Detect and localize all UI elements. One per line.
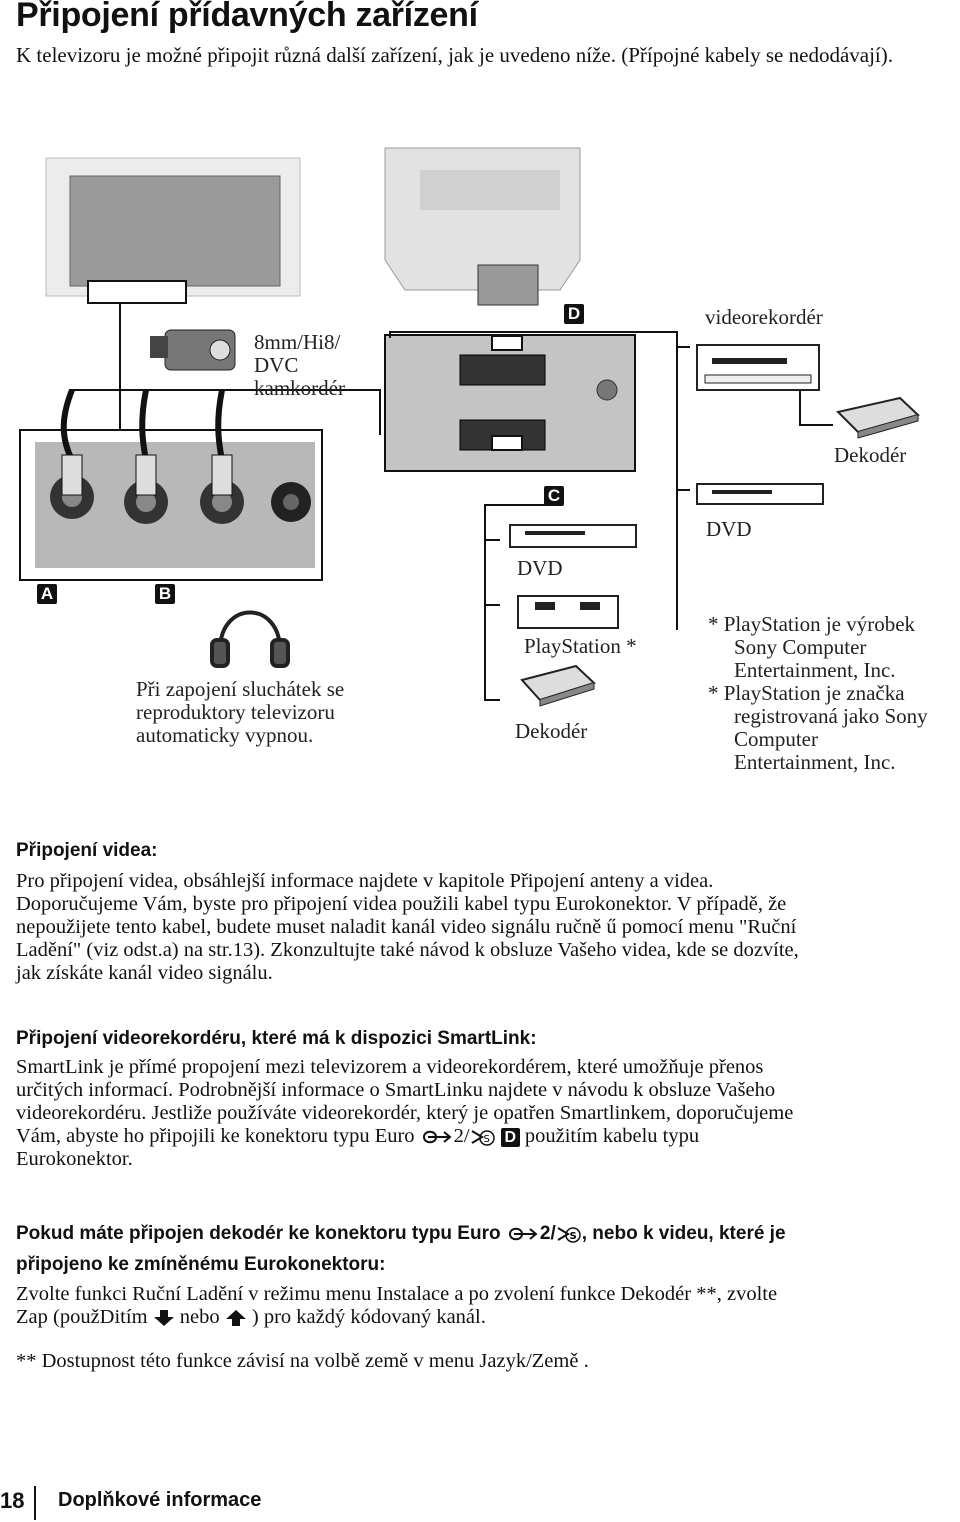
vcr-label: videorekordér [705,305,823,329]
headphones-note-line: automaticky vypnou. [136,723,314,747]
section-video-line: Ladění" (viz odst.a) na str.13). Zkonzul… [16,939,799,961]
front-av-panel [35,388,315,568]
section-smartlink-heading: Připojení videorekordéru, které má k dis… [16,1028,537,1049]
euro-scart-s-icon: S [557,1227,581,1243]
footnote-ps-line: Computer [734,727,818,751]
section-smartlink-line: Eurokonektor. [16,1148,133,1170]
badge-c: C [544,486,564,506]
footer-section-name: Doplňkové informace [58,1489,262,1511]
svg-text:S: S [483,1134,489,1145]
camcorder-label-1: 8mm/Hi8/ [254,330,341,354]
arrow-up-icon [225,1310,246,1327]
decoder-icon-mid [520,664,596,707]
section-decoder-heading-line2: připojeno ke zmíněnému Eurokonektoru: [16,1254,386,1275]
decoder-label-mid: Dekodér [515,719,588,743]
euro-scart-in-icon [422,1131,452,1144]
connection-diagram [19,147,920,707]
footnote-ps-line: Entertainment, Inc. [734,658,896,682]
vcr-icon [696,344,820,391]
section-decoder-line: Zvolte funkci Ruční Ladění v režimu menu… [16,1283,778,1305]
dvd-player-icon-right [696,483,824,505]
decoder-footnote: ** Dostupnost této funkce závisí na volb… [16,1350,589,1372]
tv-front-illustration [45,157,301,304]
section-video-body: Pro připojení videa, obsáhlejší informac… [16,870,956,985]
decoder-icon-top [836,396,920,439]
camcorder-icon [150,329,236,371]
section-video-line: nepoužijete tento kabel, budete muset na… [16,916,797,938]
dvd-label-mid: DVD [517,556,563,580]
camcorder-label-3: kamkordér [254,376,345,400]
section-video-heading: Připojení videa: [16,840,158,861]
section-decoder-line2: Zap (použDitím nebo ) pro každý kódovaný… [16,1306,486,1328]
footnote-ps-line: Entertainment, Inc. [734,750,896,774]
section-decoder-heading: Pokud máte připojen dekodér ke konektoru… [16,1223,786,1244]
footnote-ps-line: * PlayStation je výrobek [708,612,916,636]
section-smartlink-line: videorekordéru. Jestliže používáte video… [16,1102,794,1124]
euro-scart-in-icon [508,1227,538,1241]
badge-d-inline: D [500,1128,520,1147]
badge-d: D [564,304,584,324]
headphones-note-line: reproduktory televizoru [136,700,335,724]
section-smartlink-body: SmartLink je přímé propojení mezi televi… [16,1056,956,1171]
tv-rear-illustration [384,147,636,472]
badge-b: B [155,584,175,604]
footer-divider [34,1486,36,1520]
page-title: Připojení přídavných zařízení [16,0,478,34]
svg-text:S: S [569,1231,576,1242]
section-smartlink-line: SmartLink je přímé propojení mezi televi… [16,1056,764,1078]
headphones-note-line: Při zapojení sluchátek se [136,677,345,701]
section-video-line: jak získáte kanál video signálu. [16,962,273,984]
page-number: 18 [0,1488,25,1513]
decoder-label-top: Dekodér [834,443,907,467]
footnote-ps-line: registrovaná jako Sony [734,704,928,728]
arrow-down-icon [153,1310,174,1327]
playstation-icon [517,595,619,629]
section-video-line: Doporučujeme Vám, byste pro připojení vi… [16,893,787,915]
euro-scart-s-icon: S [471,1130,495,1147]
section-video-line: Pro připojení videa, obsáhlejší informac… [16,870,714,892]
badge-a: A [37,584,57,604]
intro-text: K televizoru je možné připojit různá dal… [16,43,894,67]
headphones-icon [210,610,290,668]
section-smartlink-line4: Vám, abyste ho připojili ke konektoru ty… [16,1125,700,1147]
footnote-ps-line: * PlayStation je značka [708,681,905,705]
playstation-label: PlayStation * [524,634,637,658]
section-decoder-body: Zvolte funkci Ruční Ladění v režimu menu… [16,1283,956,1329]
camcorder-label-2: DVC [254,353,299,377]
dvd-player-icon-mid [509,524,637,548]
footnote-ps-line: Sony Computer [734,635,867,659]
dvd-label-right: DVD [706,517,752,541]
section-smartlink-line: určitých informací. Podrobnější informac… [16,1079,776,1101]
